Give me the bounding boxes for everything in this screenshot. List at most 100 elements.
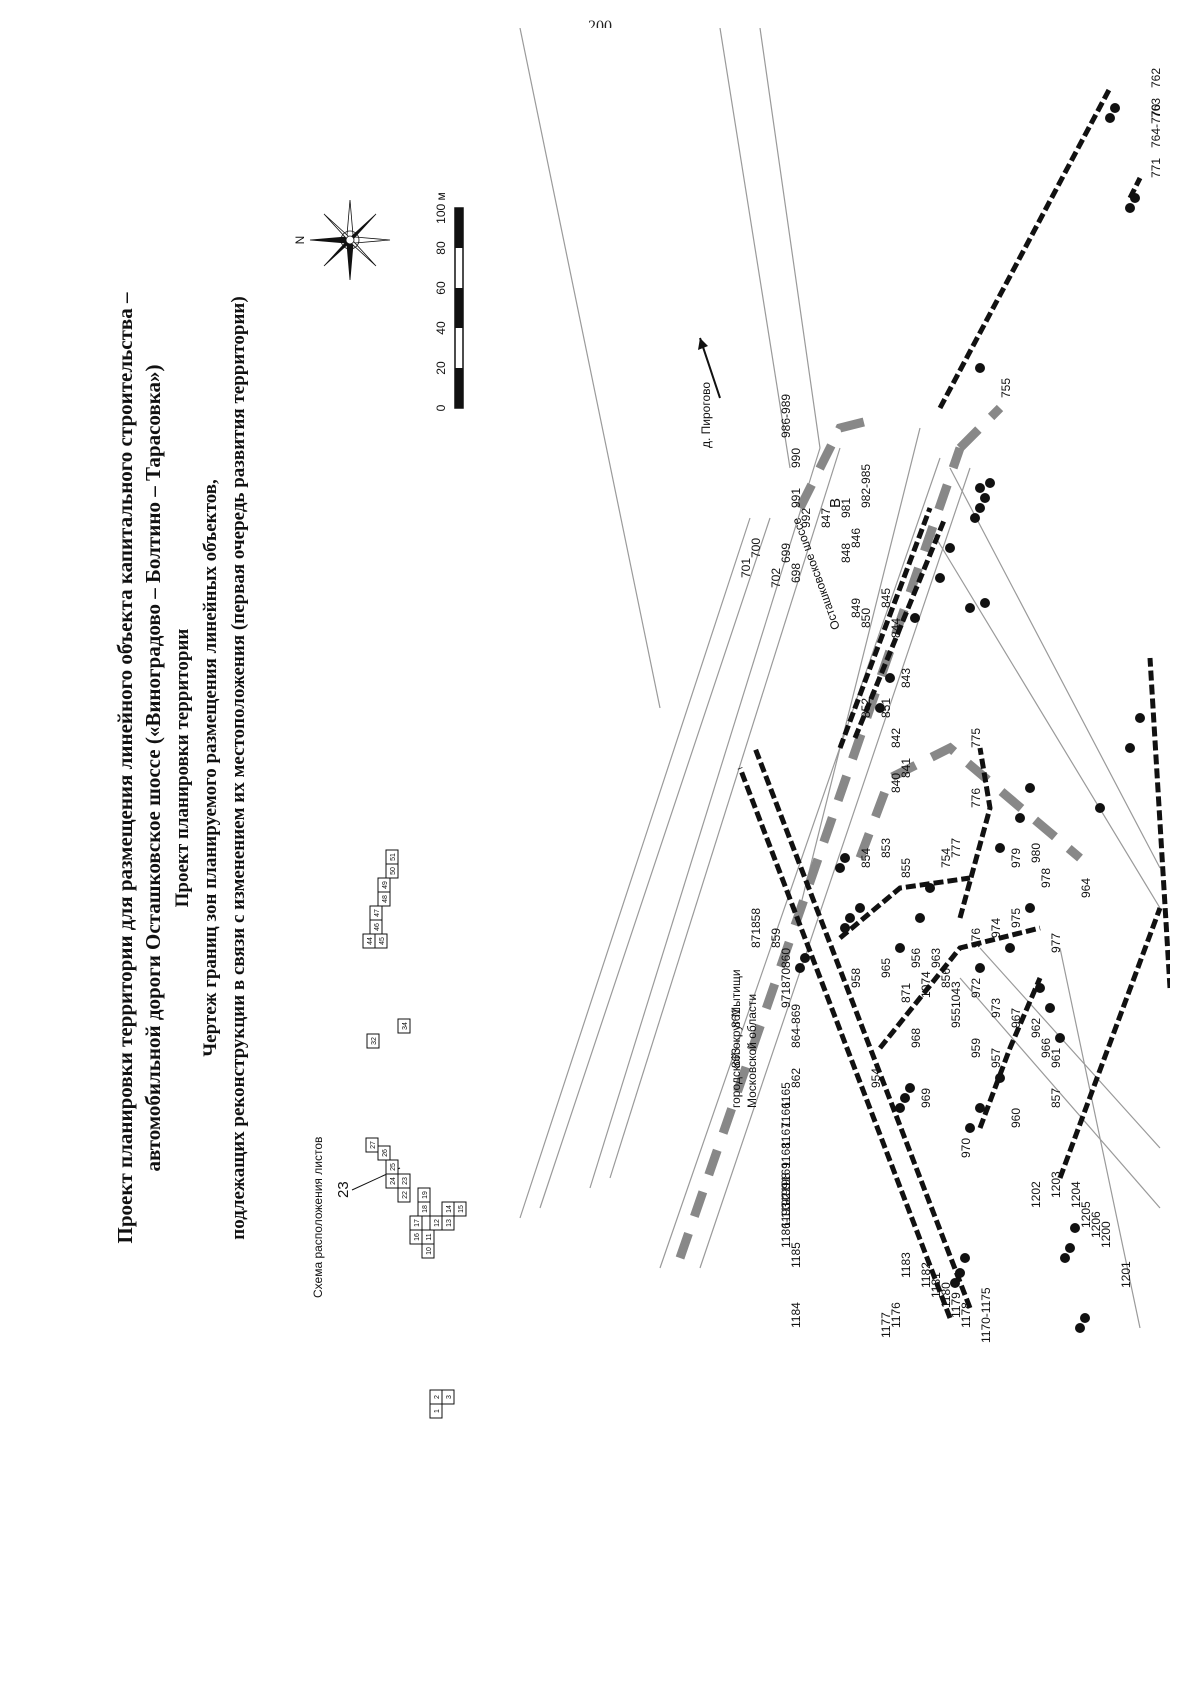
map-label: 971 — [779, 988, 793, 1008]
svg-text:44: 44 — [367, 937, 374, 945]
map-label: 863 — [729, 1048, 743, 1068]
map-label: 870 — [779, 968, 793, 988]
map-label: 864-869 — [789, 1004, 803, 1048]
svg-text:34: 34 — [402, 1022, 409, 1030]
map-label: 871 — [899, 983, 913, 1003]
sheet-layout-title: Схема расположения листов — [311, 1137, 325, 1298]
map-label: 844 — [889, 618, 903, 638]
map-label: 859 — [769, 928, 783, 948]
map-label: 1043 — [949, 981, 963, 1008]
map-label: 954 — [869, 1068, 883, 1088]
map-label: 981 — [839, 498, 853, 518]
map-label: 700 — [749, 538, 763, 558]
title-line-3: Проект планировки территории — [172, 629, 193, 908]
svg-text:32: 32 — [371, 1037, 378, 1045]
svg-text:3: 3 — [446, 1395, 453, 1399]
map-label: 699 — [779, 543, 793, 563]
svg-text:49: 49 — [382, 881, 389, 889]
map-label: 973 — [989, 998, 1003, 1018]
map-label: 1168 — [779, 1142, 793, 1168]
map-label: 972 — [969, 978, 983, 998]
svg-text:17: 17 — [414, 1219, 421, 1227]
title-block: Проект планировки территории для размеще… — [113, 292, 249, 1243]
map-label: 771 — [1149, 158, 1163, 178]
zone-boundary — [675, 404, 1083, 1260]
map-label: 853 — [879, 838, 893, 858]
map-label: 845 — [879, 588, 893, 608]
svg-text:2: 2 — [434, 1395, 441, 1399]
village-direction-label: д. Пирогово — [699, 382, 713, 448]
network-lines — [737, 86, 1170, 1319]
map-label: 764-770 — [1149, 104, 1163, 148]
map-label: 970 — [959, 1138, 973, 1158]
map-label: 966 — [1039, 1038, 1053, 1058]
map-label: 1165 — [779, 1082, 793, 1108]
map-sheet: Проект планировки территории для размеще… — [100, 28, 1170, 1508]
map-label: 762 — [1149, 68, 1163, 88]
map-label: 775 — [969, 728, 983, 748]
svg-text:18: 18 — [422, 1205, 429, 1213]
map-label: 701 — [739, 558, 753, 578]
map-label: 982-985 — [859, 464, 873, 508]
map-label: 958 — [849, 968, 863, 988]
map-label: 1193-1198 — [779, 1172, 793, 1228]
scale-tick-100: 100 м — [434, 192, 448, 224]
map-label: 960 — [1009, 1108, 1023, 1128]
map-label: 976 — [969, 928, 983, 948]
map-label: 1177 — [879, 1312, 893, 1338]
svg-text:26: 26 — [382, 1149, 389, 1157]
map-label: 860 — [779, 948, 793, 968]
map-label: 1167 — [779, 1122, 793, 1148]
svg-text:51: 51 — [390, 853, 397, 861]
map-label: 1169 — [779, 1162, 793, 1188]
map-label: 1074 — [919, 971, 933, 998]
map-label: 1205 — [1079, 1201, 1093, 1228]
map-label: 980 — [1029, 843, 1043, 863]
map-label: 956 — [909, 948, 923, 968]
map-label: 777 — [949, 838, 963, 858]
map-label: 846 — [849, 528, 863, 548]
svg-text:10: 10 — [426, 1247, 433, 1255]
svg-text:24: 24 — [390, 1177, 397, 1185]
svg-text:46: 46 — [374, 923, 381, 931]
scale-tick-80: 80 — [434, 241, 448, 255]
direction-arrow-icon — [699, 337, 721, 399]
district-line-2: Московской области — [745, 994, 759, 1108]
svg-text:48: 48 — [382, 895, 389, 903]
map-label: 849 — [849, 598, 863, 618]
map-label: 702 — [769, 568, 783, 588]
sheet-layout-scheme: Схема расположения листов 23 1 2 3 10 11… — [311, 849, 467, 1419]
svg-text:12: 12 — [434, 1219, 441, 1227]
map-label: 843 — [899, 668, 913, 688]
title-line-4: Чертеж границ зон планируемого размещени… — [200, 479, 221, 1057]
point-markers — [795, 103, 1145, 1333]
map-label: 961 — [1049, 1048, 1063, 1068]
map-label: 862 — [789, 1068, 803, 1088]
map-label: 857 — [1049, 1088, 1063, 1108]
map-label: 959 — [969, 1038, 983, 1058]
map-label: 1182 — [919, 1262, 933, 1288]
map-label: 1202 — [1029, 1181, 1043, 1208]
map-label: 990 — [789, 448, 803, 468]
map-label: 1170-1175 — [979, 1287, 993, 1343]
map-label: 854 — [859, 848, 873, 868]
map-label: 1183 — [899, 1252, 913, 1278]
map-label: 1176 — [889, 1302, 903, 1328]
map-label: 986-989 — [779, 394, 793, 438]
map-label: 991 — [789, 488, 803, 508]
svg-text:13: 13 — [446, 1219, 453, 1227]
arrow-head-icon — [698, 338, 708, 350]
map-label: 847 — [819, 508, 833, 528]
map-label: 957 — [989, 1048, 1003, 1068]
map-label: 755 — [999, 378, 1013, 398]
map-label: 1184 — [789, 1302, 803, 1328]
map-label: 1199 — [779, 1182, 793, 1208]
map-label: 1185 — [789, 1242, 803, 1268]
map-label: 1178 — [959, 1302, 973, 1328]
map-label: 1201 — [1119, 1261, 1133, 1288]
map-label: 871 — [749, 928, 763, 948]
map-label: 955 — [949, 1008, 963, 1028]
svg-text:16: 16 — [414, 1233, 421, 1241]
svg-text:11: 11 — [426, 1233, 433, 1240]
map-label: 1179 — [949, 1292, 963, 1318]
